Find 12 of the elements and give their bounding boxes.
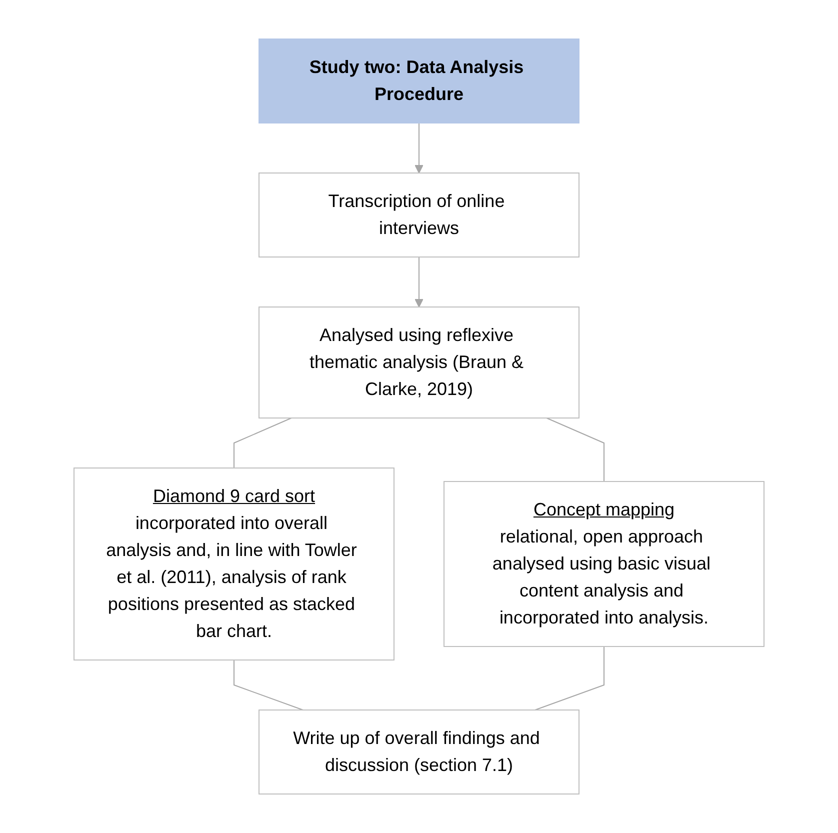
node-box: Diamond 9 card sort incorporated into overall analysis and, in line with Towler et al. (2011), analysis of rank positions presented as stacked bar chart.	[74, 468, 394, 660]
arrow	[414, 256, 424, 308]
connector	[234, 418, 292, 468]
arrow	[414, 122, 424, 174]
connector	[546, 418, 604, 482]
node-box: Study two: Data Analysis Procedure	[258, 38, 580, 124]
node-box: Analysed using reflexive thematic analysis (Braun & Clarke, 2019)	[258, 306, 580, 418]
node-box: Write up of overall findings and discussion (section 7.1)	[258, 710, 580, 794]
node-box: Concept mapping relational, open approach analysed using basic visual content analysis and incorporated into analysis.	[444, 481, 764, 647]
connector	[234, 660, 304, 710]
node-box: Transcription of online interviews	[258, 172, 580, 258]
connector	[534, 646, 604, 710]
